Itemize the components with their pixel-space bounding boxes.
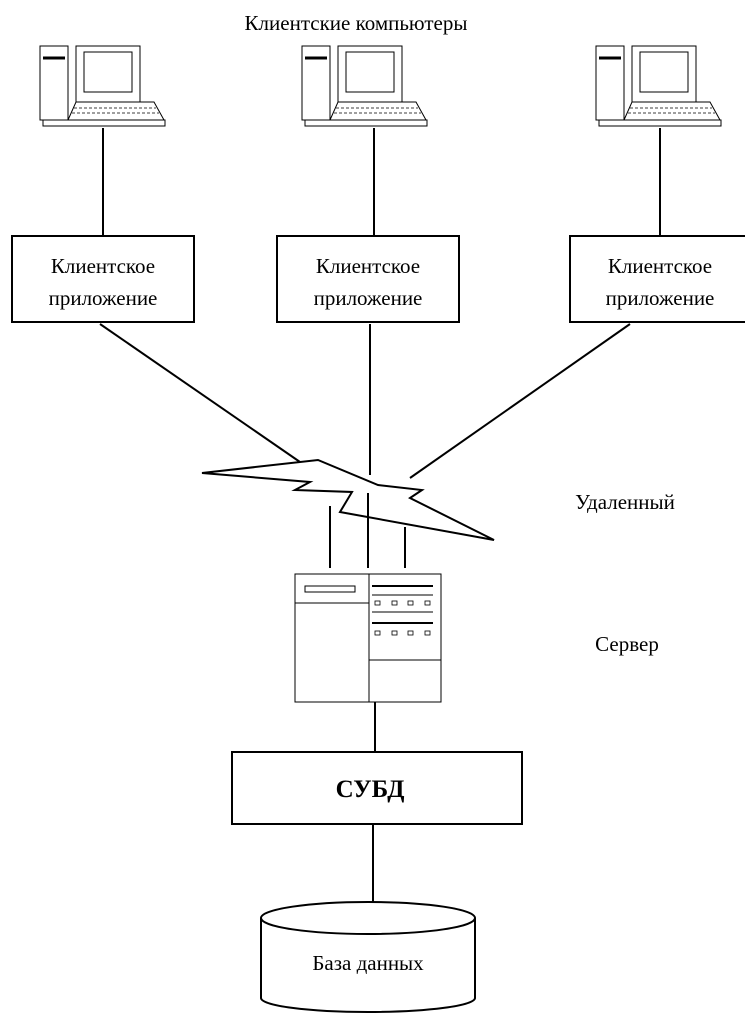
client-app-label-line1: Клиентское <box>608 254 712 278</box>
client-app-box <box>569 235 745 323</box>
dbms-label: СУБД <box>336 776 405 803</box>
client-app-label-line2: приложение <box>606 286 715 310</box>
client-app-label-line1: Клиентское <box>316 254 420 278</box>
lightning-bolt-icon <box>201 458 495 541</box>
client-app-box <box>276 235 460 323</box>
client-app-box <box>11 235 195 323</box>
computer-icon <box>39 45 166 127</box>
database-label: База данных <box>312 951 424 975</box>
client-app-label-line2: приложение <box>314 286 423 310</box>
computer-icon <box>595 45 722 127</box>
client-app-label-line1: Клиентское <box>51 254 155 278</box>
server-icon <box>294 573 442 703</box>
server-label: Сервер <box>595 632 659 656</box>
client-app-label-line2: приложение <box>49 286 158 310</box>
computer-icon <box>301 45 428 127</box>
dbms-box <box>231 751 523 825</box>
connector-line <box>409 323 631 479</box>
remote-access-label-line1: Удаленный <box>575 490 675 514</box>
header-title: Клиентские компьютеры <box>245 11 468 35</box>
database-cylinder-icon <box>260 901 476 1013</box>
header-backdrop <box>210 0 550 40</box>
connector-line <box>99 323 301 463</box>
label-mask <box>540 536 745 564</box>
